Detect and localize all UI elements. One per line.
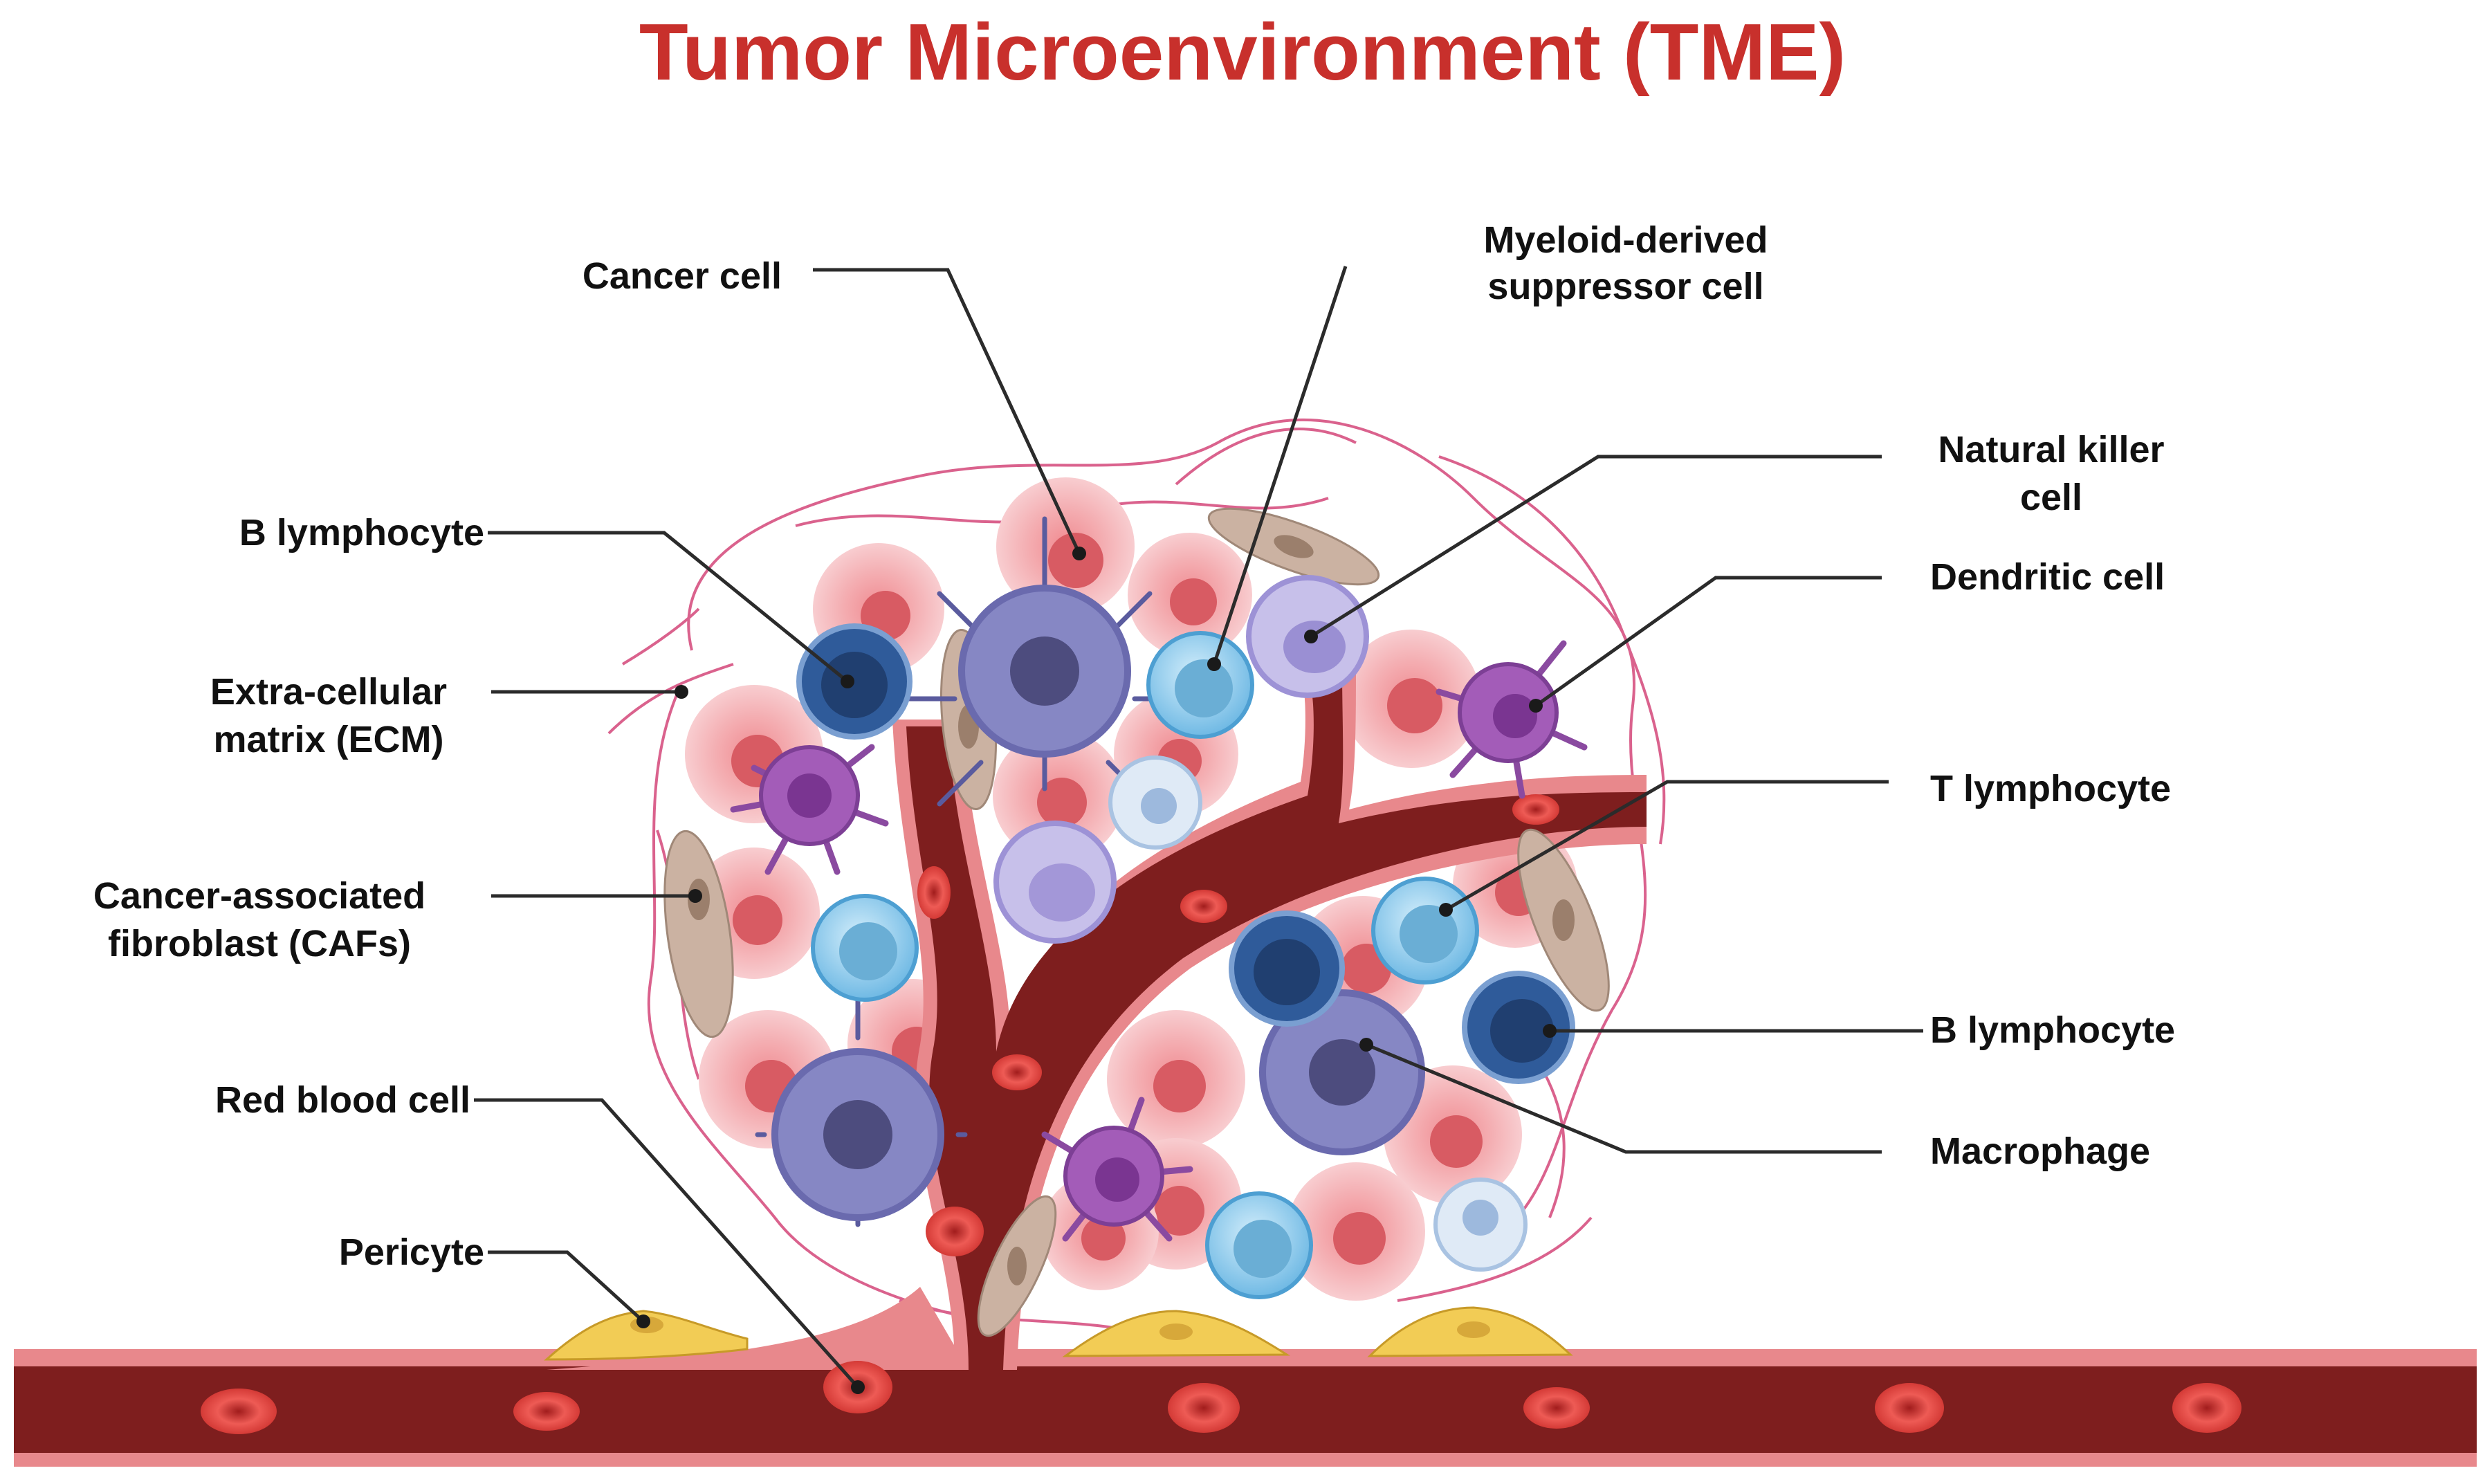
- fibroblasts: [663, 507, 1610, 1337]
- pericyte: [1367, 1306, 1573, 1357]
- dendritic-cell: [730, 744, 889, 875]
- t-lymphocyte: [1371, 877, 1479, 984]
- cancer-cell: [1287, 1162, 1425, 1301]
- b-lymphocyte: [1462, 971, 1575, 1084]
- label-pericyte: Pericyte: [339, 1231, 484, 1273]
- label-b-lymphocyte-left: B lymphocyte: [239, 512, 484, 553]
- label-b-lymphocyte-right: B lymphocyte: [1930, 1009, 2175, 1051]
- main-vessel-lumen: [14, 1366, 2477, 1453]
- diagram-title: Tumor Microenvironment (TME): [639, 7, 1846, 97]
- red-blood-cell: [1168, 1383, 1240, 1433]
- label-ecm-line1: Extra-cellular: [210, 671, 447, 713]
- cancer-cell: [996, 477, 1135, 616]
- red-blood-cells: [201, 794, 2241, 1434]
- label-caf-line2: fibroblast (CAFs): [108, 923, 411, 964]
- red-blood-cell: [917, 866, 951, 919]
- label-red-blood-cell: Red blood cell: [215, 1079, 470, 1121]
- dendritic-cell: [1041, 1097, 1193, 1242]
- t-lymphocyte: [811, 894, 919, 1002]
- red-blood-cell: [1180, 890, 1227, 923]
- dendritic-cell: [1436, 640, 1588, 799]
- label-t-lymphocyte: T lymphocyte: [1930, 768, 2171, 809]
- blood-vessels: [14, 652, 2477, 1467]
- label-macrophage: Macrophage: [1930, 1130, 2150, 1172]
- nk-cell: [1433, 1178, 1528, 1272]
- t-lymphocytes: [811, 631, 1479, 1299]
- red-blood-cell: [1523, 1387, 1590, 1429]
- red-blood-cell: [1512, 794, 1559, 825]
- label-cancer-cell: Cancer cell: [583, 255, 782, 297]
- cancer-cell: [1342, 630, 1480, 768]
- red-blood-cell: [201, 1389, 277, 1434]
- label-ecm-line2: matrix (ECM): [213, 719, 443, 760]
- macrophage: [1259, 989, 1425, 1155]
- red-blood-cell: [926, 1207, 984, 1256]
- label-mdsc-line2: suppressor cell: [1487, 266, 1763, 307]
- macrophage: [862, 516, 1227, 807]
- red-blood-cell: [1875, 1383, 1944, 1433]
- leader-lines: [474, 266, 1923, 1394]
- t-lymphocyte: [1146, 631, 1254, 739]
- dendritic-cells: [730, 640, 1588, 1242]
- labels: Cancer cell Myeloid-derived suppressor c…: [93, 219, 2175, 1273]
- red-blood-cell: [513, 1392, 580, 1431]
- pericyte: [1062, 1310, 1291, 1357]
- fibroblast: [977, 1195, 1057, 1337]
- nk-cell: [1108, 755, 1202, 850]
- label-caf-line1: Cancer-associated: [93, 875, 425, 917]
- b-lymphocyte: [1229, 910, 1345, 1027]
- cancer-cell: [1128, 533, 1252, 657]
- label-dendritic-cell: Dendritic cell: [1930, 556, 2165, 598]
- red-blood-cell: [992, 1054, 1042, 1090]
- t-lymphocyte: [1205, 1191, 1313, 1299]
- natural-killer-cells: [1108, 755, 1528, 1272]
- pericytes: [544, 1306, 1573, 1361]
- label-nk-line2: cell: [2020, 477, 2082, 518]
- red-blood-cell: [2172, 1383, 2241, 1433]
- label-nk-line1: Natural killer: [1938, 429, 2164, 470]
- label-mdsc-line1: Myeloid-derived: [1483, 219, 1768, 261]
- fibroblast: [1207, 507, 1380, 586]
- mdsc: [993, 821, 1117, 944]
- cancer-cell: [1107, 1010, 1245, 1148]
- fibroblast: [1517, 828, 1610, 1012]
